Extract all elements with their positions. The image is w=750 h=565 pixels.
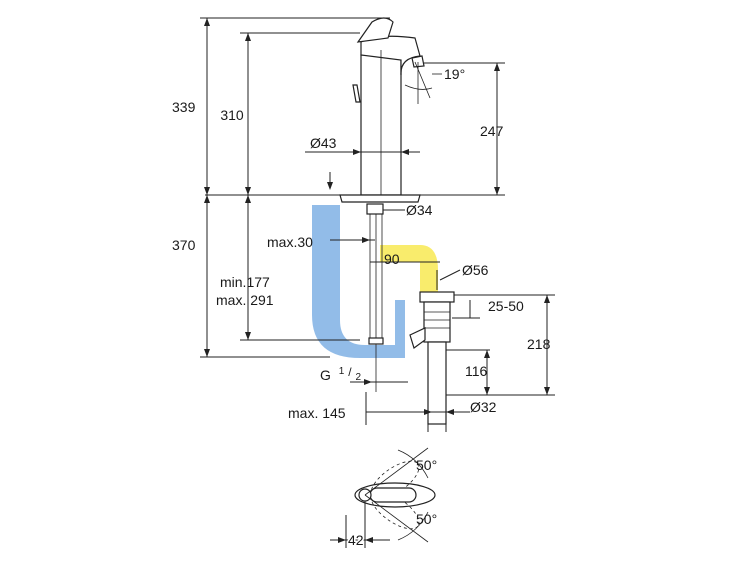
label-218: 218 <box>527 336 551 352</box>
label-2550: 25-50 <box>488 298 524 314</box>
dim-339-arrow-top <box>204 18 210 26</box>
dim-116-arrow-bottom <box>484 387 490 395</box>
dim-56-leader <box>439 269 461 281</box>
dim-43-arrow-left <box>353 149 361 155</box>
mounting-nut <box>366 203 384 215</box>
drain-assembly <box>409 291 455 425</box>
label-43: Ø43 <box>310 135 337 151</box>
label-min177: min.177 <box>220 274 270 290</box>
dim-247-arrow-bottom <box>494 187 500 195</box>
dim-116-arrow-top <box>484 350 490 358</box>
label-247: 247 <box>480 123 504 139</box>
drain-pipe <box>427 341 447 425</box>
angle-50-bottom-arc <box>397 511 429 541</box>
watermark-logo <box>312 205 438 358</box>
dim-370-arrow-top <box>204 195 210 203</box>
label-50-bottom: 50° <box>416 511 437 527</box>
dim-42-arrow-right <box>365 537 373 543</box>
drain-body <box>423 301 451 343</box>
mounting-assembly <box>339 194 421 392</box>
label-g-slash: / <box>348 365 352 379</box>
dim-310-arrow-top <box>245 33 251 41</box>
label-370: 370 <box>172 237 196 253</box>
label-34: Ø34 <box>406 202 433 218</box>
label-32: Ø32 <box>470 399 497 415</box>
handle-lever <box>369 487 417 503</box>
hose-connector <box>368 337 384 345</box>
angle-19-arc <box>404 84 433 90</box>
drain-lever <box>409 327 426 349</box>
label-116: 116 <box>465 363 488 379</box>
label-g-sup: 1 <box>339 366 345 377</box>
dim-310-arrow-bottom <box>245 187 251 195</box>
faucet-body <box>352 17 425 200</box>
drain-flange <box>419 291 455 303</box>
dim-177-arrow-top <box>245 195 251 203</box>
dim-43-arrow-right <box>401 149 409 155</box>
angle-50-top-ray <box>364 447 429 496</box>
label-56: Ø56 <box>462 262 489 278</box>
label-g-sub: 2 <box>355 372 361 383</box>
dim-42-arrow-left <box>338 537 346 543</box>
dim-218-arrow-bottom <box>544 387 550 395</box>
dim-32-arrow <box>446 409 454 415</box>
label-42: 42 <box>348 532 364 548</box>
dim-339-arrow-bottom <box>204 187 210 195</box>
angle-50-top-arc <box>397 449 429 479</box>
label-19: 19° <box>444 66 465 82</box>
label-90: 90 <box>384 251 400 267</box>
label-50-top: 50° <box>416 457 437 473</box>
counter-section <box>339 194 421 203</box>
label-310: 310 <box>220 107 244 123</box>
dim-218-arrow-top <box>544 295 550 303</box>
label-max145: max. 145 <box>288 405 346 421</box>
label-max291: max. 291 <box>216 292 274 308</box>
angle-19-line-a <box>414 61 431 99</box>
dim-g-arrow <box>364 379 372 385</box>
dim-30-top-arrow <box>327 182 333 190</box>
dim-30-arrow <box>362 237 370 243</box>
watermark-blue-shape <box>312 205 405 358</box>
dim-370-arrow-bottom <box>204 349 210 357</box>
dim-177-arrow-bottom <box>245 332 251 340</box>
handle-top-view <box>354 460 436 530</box>
label-339: 339 <box>172 99 196 115</box>
label-g: G 1 / 2 <box>320 361 361 383</box>
faucet-outlet <box>411 55 425 68</box>
label-g-main: G <box>320 367 331 383</box>
label-max30: max.30 <box>267 234 313 250</box>
watermark-yellow-shape <box>380 245 438 300</box>
dim-247-arrow-top <box>494 63 500 71</box>
pop-up-rod <box>352 84 361 103</box>
faucet-handle <box>356 17 394 43</box>
angle-50-bottom-ray <box>364 494 429 543</box>
